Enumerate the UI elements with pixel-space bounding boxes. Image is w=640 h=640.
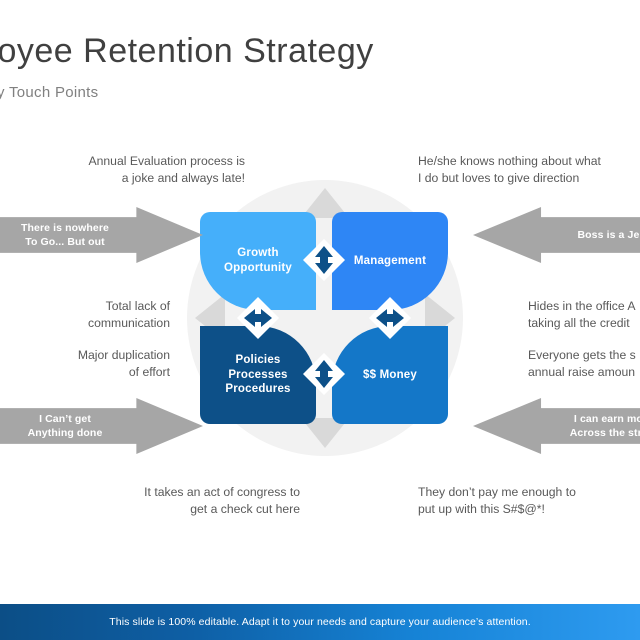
- quadrant-management-label: Management: [353, 254, 427, 267]
- retention-quadrant-diagram: Growth Opportunity Management Policies P…: [200, 212, 448, 424]
- callout-bl-line2: Anything done: [27, 427, 103, 439]
- note-mid-right-1-line1: Hides in the office A: [528, 299, 636, 313]
- note-top-right-line1: He/she knows nothing about what: [418, 154, 601, 168]
- note-act-of-congress: It takes an act of congress to get a che…: [0, 484, 300, 518]
- quadrant-policies-line1: Policies: [235, 353, 281, 366]
- note-bot-left-line1: It takes an act of congress to: [144, 485, 300, 499]
- callout-tl-line2: To Go... But out: [25, 236, 105, 248]
- bottom-banner: This slide is 100% editable. Adapt it to…: [0, 604, 640, 640]
- quadrant-policies-line3: Procedures: [225, 383, 291, 396]
- note-mid-right-2-line1: Everyone gets the s: [528, 348, 636, 362]
- callout-tl-line1: There is nowhere: [21, 221, 109, 234]
- quadrant-money-label: $$ Money: [362, 368, 417, 381]
- double-arrow-horizontal-icon: [369, 297, 411, 339]
- quadrant-management[interactable]: Management: [332, 212, 448, 310]
- note-mid-right-1-line2: taking all the credit: [528, 315, 630, 330]
- banner-text: This slide is 100% editable. Adapt it to…: [109, 616, 531, 628]
- callout-bl-line1: I Can’t get: [39, 412, 91, 425]
- note-top-left-line1: Annual Evaluation process is: [88, 154, 246, 168]
- note-total-lack-of-communication: Total lack of communication: [0, 298, 170, 332]
- callout-arrow-nowhere-to-go[interactable]: There is nowhere To Go... But out: [0, 207, 203, 263]
- note-boss-knows-nothing: He/she knows nothing about what I do but…: [418, 153, 640, 187]
- note-bot-left-line2: get a check cut here: [190, 501, 300, 516]
- note-mid-left-2-line2: of effort: [128, 364, 170, 379]
- note-annual-evaluation: Annual Evaluation process is a joke and …: [0, 153, 246, 187]
- quadrant-policies-line2: Processes: [228, 368, 288, 381]
- note-mid-right-2-line2: annual raise amoun: [528, 364, 636, 379]
- note-bot-right-line2: put up with this S#$@*!: [418, 501, 545, 516]
- callout-br-line1: I can earn more: [573, 412, 640, 425]
- note-mid-left-1-line1: Total lack of: [105, 299, 170, 313]
- note-same-annual-raise: Everyone gets the s annual raise amoun: [528, 347, 640, 381]
- quadrant-money[interactable]: $$ Money: [332, 326, 448, 424]
- quadrant-growth-opportunity[interactable]: Growth Opportunity: [200, 212, 316, 310]
- quadrant-growth-line2: Opportunity: [224, 262, 292, 274]
- note-major-duplication-of-effort: Major duplication of effort: [0, 347, 170, 381]
- note-hides-in-the-office: Hides in the office A taking all the cre…: [528, 298, 640, 332]
- note-bot-right-line1: They don’t pay me enough to: [418, 485, 576, 499]
- quadrant-policies-processes-procedures[interactable]: Policies Processes Procedures: [200, 326, 316, 424]
- note-top-left-line2: a joke and always late!: [121, 170, 245, 185]
- callout-arrow-cant-get-anything-done[interactable]: I Can’t get Anything done: [0, 398, 203, 454]
- callout-arrow-earn-more-across-street[interactable]: I can earn more Across the street: [473, 398, 640, 454]
- note-mid-left-2-line1: Major duplication: [77, 348, 170, 362]
- callout-tr-line1: Boss is a Jerk: [577, 228, 640, 241]
- double-arrow-horizontal-icon: [237, 297, 279, 339]
- note-mid-left-1-line2: communication: [88, 315, 170, 330]
- note-dont-pay-me-enough: They don’t pay me enough to put up with …: [418, 484, 640, 518]
- double-arrow-vertical-icon: [303, 239, 345, 281]
- callout-br-line2: Across the street: [569, 427, 640, 439]
- double-arrow-vertical-icon: [303, 353, 345, 395]
- callout-arrow-boss-is-a-jerk[interactable]: Boss is a Jerk: [473, 207, 640, 263]
- note-top-right-line2: I do but loves to give direction: [418, 170, 580, 185]
- page-title: ployee Retention Strategy: [0, 32, 374, 70]
- quadrant-growth-line1: Growth: [237, 247, 279, 260]
- page-subtitle: Key Touch Points: [0, 84, 99, 101]
- banner-divider: [0, 600, 640, 604]
